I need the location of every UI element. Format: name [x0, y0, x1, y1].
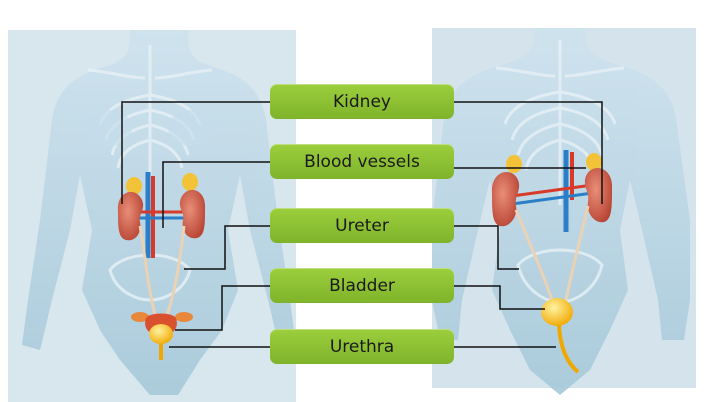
male-adrenal-left	[506, 155, 522, 173]
male-bladder	[541, 298, 573, 326]
label-blood-vessels: Blood vessels	[270, 144, 454, 179]
label-bladder: Bladder	[270, 268, 454, 303]
label-urethra: Urethra	[270, 329, 454, 364]
label-kidney: Kidney	[270, 84, 454, 119]
female-adrenal-right	[182, 173, 198, 191]
female-bladder	[149, 324, 173, 344]
label-ureter: Ureter	[270, 208, 454, 243]
